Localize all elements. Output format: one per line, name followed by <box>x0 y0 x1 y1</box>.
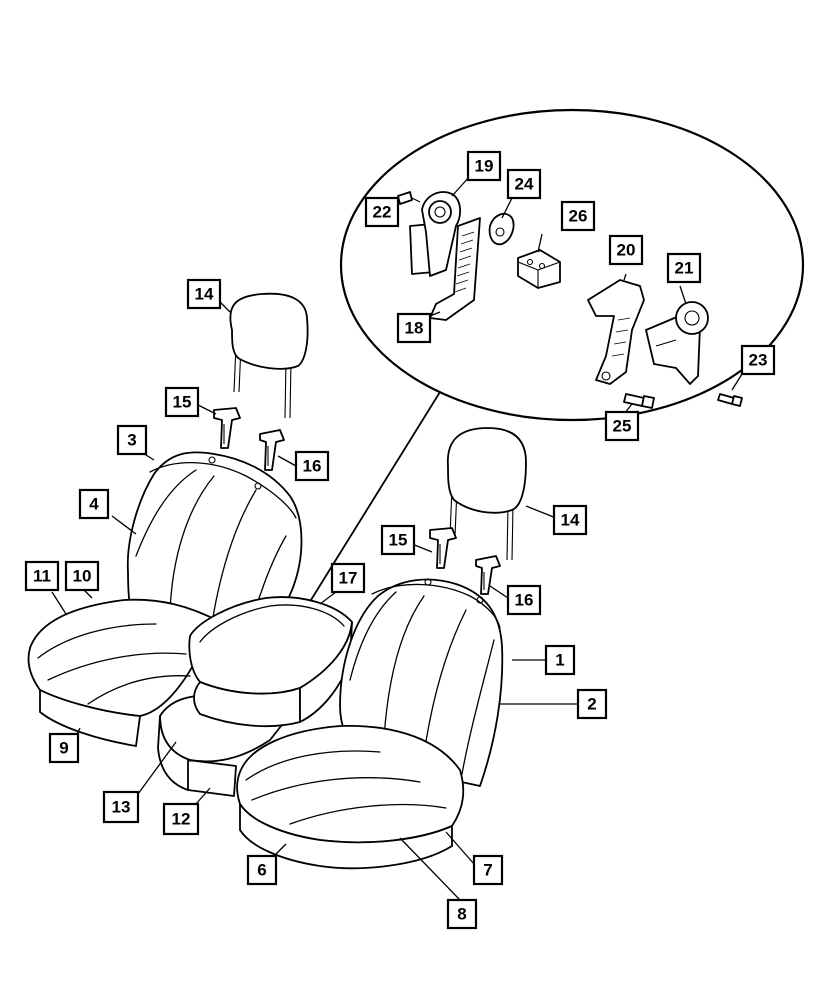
callout-16-left-label: 16 <box>303 457 322 476</box>
callout-19-label: 19 <box>475 157 494 176</box>
callout-24: 24 <box>506 168 542 200</box>
headrest-left <box>229 292 309 419</box>
callout-1-label: 1 <box>555 651 564 670</box>
part-26-cover <box>517 249 561 289</box>
callout-20-label: 20 <box>617 241 636 260</box>
callout-16-left: 16 <box>294 450 330 482</box>
callout-23: 23 <box>740 344 776 376</box>
callout-12-label: 12 <box>172 810 191 829</box>
callout-12: 12 <box>162 802 200 836</box>
callout-14-left: 14 <box>186 278 222 310</box>
callout-23-label: 23 <box>749 351 768 370</box>
callout-15-right-label: 15 <box>389 531 408 550</box>
headrest-right <box>447 427 527 561</box>
callout-6: 6 <box>246 854 278 886</box>
callout-16-right: 16 <box>506 584 542 616</box>
part-25-bolt <box>623 393 655 409</box>
callout-11-label: 11 <box>33 567 51 586</box>
callout-14-right: 14 <box>552 504 588 536</box>
part-18-19-recliner <box>409 191 481 321</box>
callout-14-left-label: 14 <box>195 285 214 304</box>
detail-ellipse <box>339 108 805 422</box>
part-21-mechanism <box>645 301 709 385</box>
callout-21: 21 <box>666 252 702 284</box>
part-22-screw <box>397 191 421 205</box>
callout-2: 2 <box>576 688 608 720</box>
callout-25-label: 25 <box>613 417 632 436</box>
callout-1: 1 <box>544 644 576 676</box>
callout-11: 11 <box>24 560 60 592</box>
callout-16-right-label: 16 <box>515 591 534 610</box>
callout-15-left: 15 <box>164 386 200 418</box>
detail-pointer-line <box>305 391 441 609</box>
callout-10: 10 <box>64 560 100 592</box>
callout-9: 9 <box>48 732 80 764</box>
callout-17: 17 <box>330 562 366 594</box>
callout-2-label: 2 <box>587 695 596 714</box>
callout-3: 3 <box>116 424 148 456</box>
callout-26-label: 26 <box>569 207 588 226</box>
callout-13: 13 <box>102 790 140 824</box>
callout-10-label: 10 <box>73 567 92 586</box>
callout-4: 4 <box>78 488 110 520</box>
callout-18-label: 18 <box>405 319 424 338</box>
headrest-guide-left <box>213 407 285 471</box>
callout-15-right: 15 <box>380 524 416 556</box>
part-23-bolt <box>717 393 743 407</box>
callout-8: 8 <box>446 898 478 930</box>
callout-17-label: 17 <box>339 569 358 588</box>
part-20-recliner-arm <box>587 279 645 385</box>
callout-25: 25 <box>604 410 640 442</box>
callout-7: 7 <box>472 854 504 886</box>
callout-22-label: 22 <box>373 203 392 222</box>
callout-22: 22 <box>364 196 400 228</box>
seat-right <box>236 578 504 870</box>
callout-7-label: 7 <box>483 861 492 880</box>
callout-15-left-label: 15 <box>173 393 192 412</box>
callout-8-label: 8 <box>457 905 466 924</box>
callout-3-label: 3 <box>127 431 136 450</box>
detail-inset <box>305 108 805 609</box>
callout-6-label: 6 <box>257 861 266 880</box>
headrest-guide-right <box>429 527 501 595</box>
callout-19: 19 <box>466 150 502 182</box>
callout-14-right-label: 14 <box>561 511 580 530</box>
part-24-knob <box>488 212 515 246</box>
seat-left <box>27 451 303 747</box>
callout-26: 26 <box>560 200 596 232</box>
callout-4-label: 4 <box>89 495 99 514</box>
callout-13-label: 13 <box>112 798 131 817</box>
callout-21-label: 21 <box>675 259 694 278</box>
callout-24-label: 24 <box>515 175 534 194</box>
callout-18: 18 <box>396 312 432 344</box>
callout-20: 20 <box>608 234 644 266</box>
callout-9-label: 9 <box>59 739 68 758</box>
